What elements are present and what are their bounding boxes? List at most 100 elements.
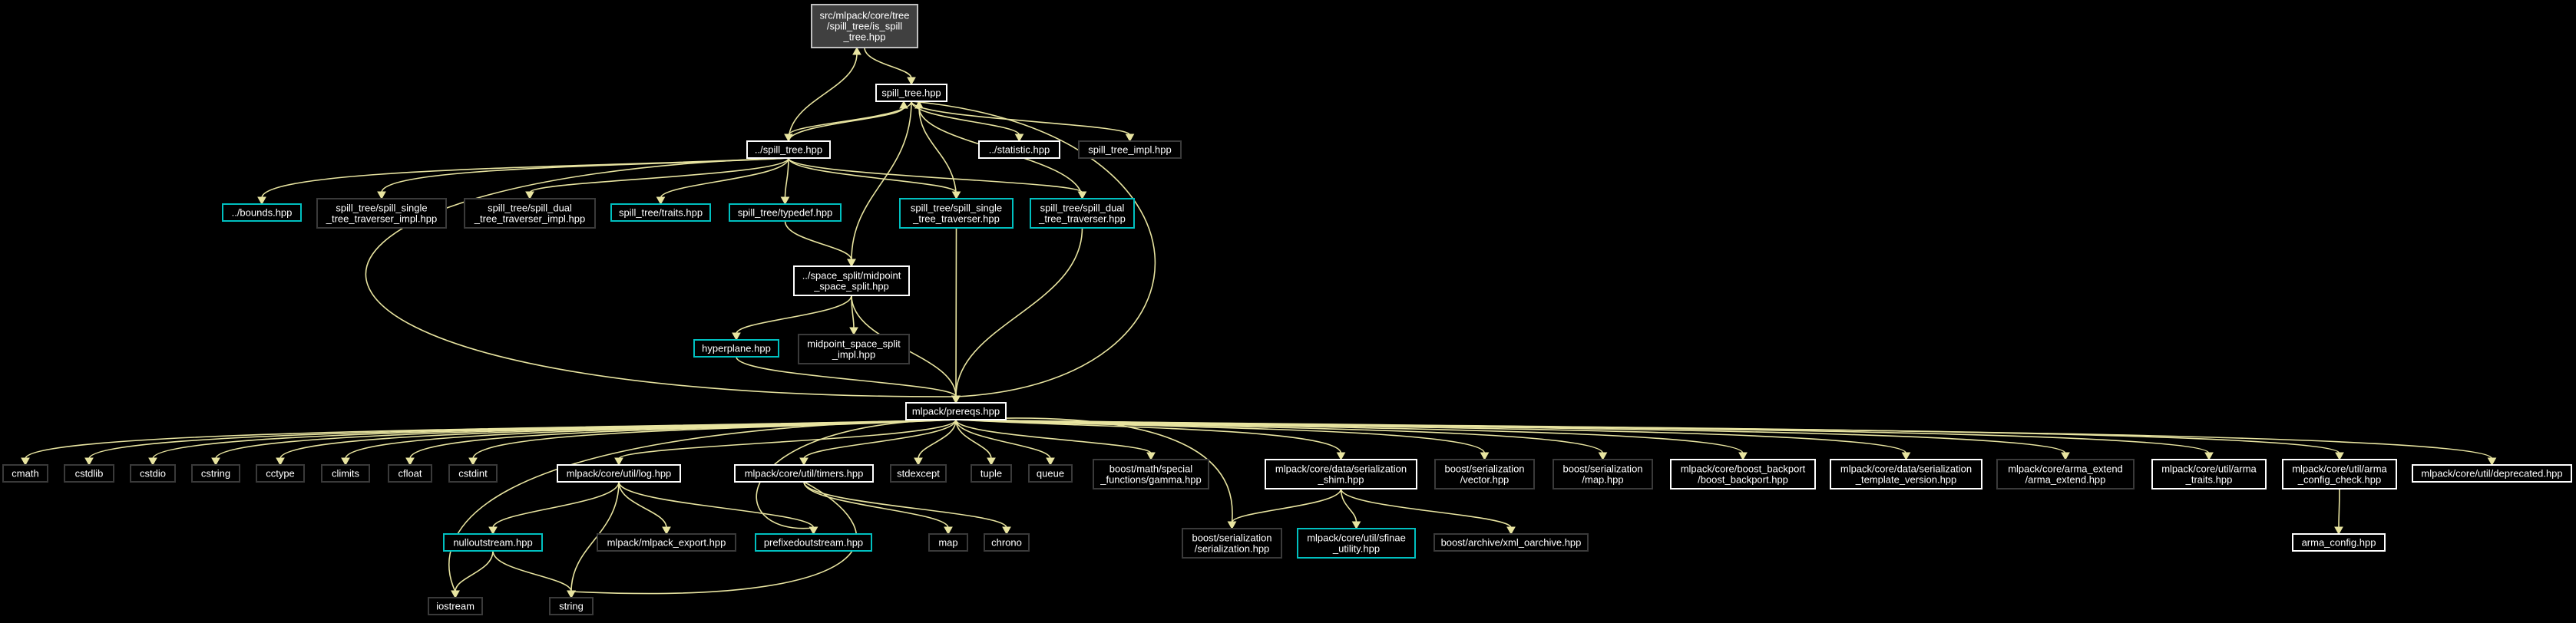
- node-cfloat[interactable]: cfloat: [388, 464, 432, 483]
- node-cctype[interactable]: cctype: [256, 464, 305, 483]
- node-cstdint[interactable]: cstdint: [448, 464, 498, 483]
- edge-single_trav-to-prereqs: [955, 227, 957, 397]
- node-sfinae[interactable]: mlpack/core/util/sfinae_utility.hpp: [1297, 528, 1416, 559]
- node-dot-spill-tree[interactable]: ../spill_tree.hpp: [746, 140, 831, 159]
- node-xml-oarchive[interactable]: boost/archive/xml_oarchive.hpp: [1433, 533, 1589, 552]
- arrowhead-prereqs-to-bs_map: [1598, 452, 1608, 461]
- arrowhead-log-to-prefixed: [809, 526, 818, 536]
- node-label-line: /serialization.hpp: [1195, 543, 1270, 555]
- node-label-line: ../bounds.hpp: [232, 207, 293, 219]
- node-nulloutstream[interactable]: nulloutstream.hpp: [443, 533, 543, 552]
- node-ser-shim[interactable]: mlpack/core/data/serialization_shim.hpp: [1265, 459, 1417, 490]
- arrowhead-prereqs-to-cstdlib: [84, 457, 94, 466]
- node-hyperplane[interactable]: hyperplane.hpp: [693, 339, 779, 358]
- node-chrono[interactable]: chrono: [984, 533, 1030, 552]
- node-label-line: midpoint_space_split: [807, 338, 901, 350]
- arrowhead-dot_spill_tree-to-single_impl: [377, 191, 386, 200]
- node-label-line: _tree_traverser_impl.hpp: [326, 213, 438, 225]
- node-box: [875, 84, 947, 102]
- node-map[interactable]: map: [928, 533, 968, 552]
- node-gamma[interactable]: boost/math/special_functions/gamma.hpp: [1093, 459, 1209, 490]
- node-ser-template[interactable]: mlpack/core/data/serialization_template_…: [1830, 459, 1982, 490]
- edge-arma_config_check-to-arma_config: [2338, 488, 2340, 529]
- node-label-line: spill_tree/typedef.hpp: [738, 207, 833, 219]
- arrowhead-prereqs-to-cstdint: [468, 457, 478, 466]
- arrowhead-prereqs-to-climits: [341, 457, 350, 466]
- node-traits[interactable]: spill_tree/traits.hpp: [610, 203, 711, 222]
- node-midpoint[interactable]: ../space_split/midpoint_space_split.hpp: [793, 265, 910, 296]
- node-queue[interactable]: queue: [1028, 464, 1073, 483]
- node-label-line: queue: [1037, 468, 1064, 480]
- node-bs-vector[interactable]: boost/serialization/vector.hpp: [1434, 459, 1535, 490]
- node-box: [1670, 459, 1816, 490]
- node-label-line: mlpack/prereqs.hpp: [912, 406, 1000, 417]
- node-cstdio[interactable]: cstdio: [130, 464, 176, 483]
- node-prefixed[interactable]: prefixedoutstream.hpp: [755, 533, 872, 552]
- node-label-line: ../spill_tree.hpp: [755, 144, 822, 156]
- node-stdexcept[interactable]: stdexcept: [890, 464, 947, 483]
- node-mlpack-export[interactable]: mlpack/mlpack_export.hpp: [597, 533, 736, 552]
- node-bounds[interactable]: ../bounds.hpp: [222, 203, 302, 222]
- node-spill-tree[interactable]: spill_tree.hpp: [875, 84, 947, 102]
- edge-typedef-to-midpoint: [784, 220, 852, 261]
- node-label-line: mlpack/core/util/arma: [2161, 463, 2257, 475]
- node-typedef[interactable]: spill_tree/typedef.hpp: [729, 203, 842, 222]
- node-single-trav[interactable]: spill_tree/spill_single_tree_traverser.h…: [899, 198, 1014, 229]
- node-boost-backport[interactable]: mlpack/core/boost_backport/boost_backpor…: [1670, 459, 1816, 490]
- node-label-line: _config_check.hpp: [2297, 474, 2381, 486]
- node-arma-traits[interactable]: mlpack/core/util/arma_traits.hpp: [2151, 459, 2267, 490]
- node-root[interactable]: src/mlpack/core/tree/spill_tree/is_spill…: [811, 4, 918, 48]
- nodes-layer: src/mlpack/core/tree/spill_tree/is_spill…: [2, 4, 2572, 615]
- edge-dot_spill_tree-to-root: [788, 53, 858, 142]
- edge-prereqs-to-tuple: [955, 419, 992, 460]
- node-box: [1553, 459, 1653, 490]
- edge-nulloutstream-to-iostream: [455, 550, 494, 592]
- edge-log-to-prefixed: [618, 481, 815, 529]
- node-midpoint-impl[interactable]: midpoint_space_split_impl.hpp: [798, 334, 910, 364]
- arrowhead-prereqs-to-gamma: [1146, 452, 1156, 461]
- node-box: [610, 203, 711, 222]
- node-log[interactable]: mlpack/core/util/log.hpp: [557, 464, 681, 483]
- node-cmath[interactable]: cmath: [2, 464, 48, 483]
- node-box: [428, 597, 483, 615]
- node-iostream[interactable]: iostream: [428, 597, 483, 615]
- arrowhead-dot_spill_tree-to-dual_impl: [525, 191, 534, 200]
- node-single-impl[interactable]: spill_tree/spill_single_tree_traverser_i…: [316, 198, 447, 229]
- node-arma-config[interactable]: arma_config.hpp: [2292, 533, 2386, 552]
- node-label-line: /vector.hpp: [1460, 474, 1510, 486]
- node-label-line: mlpack/core/data/serialization: [1275, 463, 1407, 475]
- node-string[interactable]: string: [549, 597, 594, 615]
- node-label-line: _utility.hpp: [1332, 543, 1380, 555]
- edge-prereqs-to-timers: [803, 419, 957, 460]
- node-prereqs[interactable]: mlpack/prereqs.hpp: [905, 402, 1007, 420]
- node-label-line: /arma_extend.hpp: [2025, 474, 2106, 486]
- node-dual-impl[interactable]: spill_tree/spill_dual_tree_traverser_imp…: [464, 198, 596, 229]
- arrowhead-prereqs-to-boost_backport: [1738, 452, 1748, 461]
- node-label-line: _impl.hpp: [832, 349, 875, 361]
- node-climits[interactable]: climits: [321, 464, 370, 483]
- node-box: [984, 533, 1030, 552]
- node-label-line: tuple: [980, 468, 1002, 480]
- arrowhead-dot_spill_tree-to-typedef: [780, 196, 790, 206]
- node-bs-serialization[interactable]: boost/serialization/serialization.hpp: [1182, 528, 1282, 559]
- node-cstdlib[interactable]: cstdlib: [64, 464, 114, 483]
- node-timers[interactable]: mlpack/core/util/timers.hpp: [734, 464, 874, 483]
- node-dual-trav[interactable]: spill_tree/spill_dual_tree_traverser.hpp: [1030, 198, 1135, 229]
- node-arma-config-check[interactable]: mlpack/core/util/arma_config_check.hpp: [2282, 459, 2397, 490]
- node-arma-extend[interactable]: mlpack/core/arma_extend/arma_extend.hpp: [1996, 459, 2135, 490]
- node-label-line: spill_tree_impl.hpp: [1088, 144, 1171, 156]
- node-label-line: boost/archive/xml_oarchive.hpp: [1441, 537, 1582, 549]
- arrowhead-prereqs-to-cfloat: [405, 457, 415, 466]
- node-label-line: climits: [332, 468, 360, 480]
- arrowhead-log-to-nulloutstream: [488, 526, 498, 536]
- node-box: [443, 533, 543, 552]
- node-cstring[interactable]: cstring: [191, 464, 240, 483]
- node-deprecated[interactable]: mlpack/core/util/deprecated.hpp: [2412, 464, 2572, 483]
- node-tuple[interactable]: tuple: [971, 464, 1012, 483]
- node-spill-tree-impl[interactable]: spill_tree_impl.hpp: [1078, 140, 1182, 159]
- node-label-line: cmath: [12, 468, 38, 480]
- node-bs-map[interactable]: boost/serialization/map.hpp: [1553, 459, 1653, 490]
- node-statistic[interactable]: ../statistic.hpp: [978, 140, 1060, 159]
- edge-timers-to-chrono: [803, 481, 1007, 529]
